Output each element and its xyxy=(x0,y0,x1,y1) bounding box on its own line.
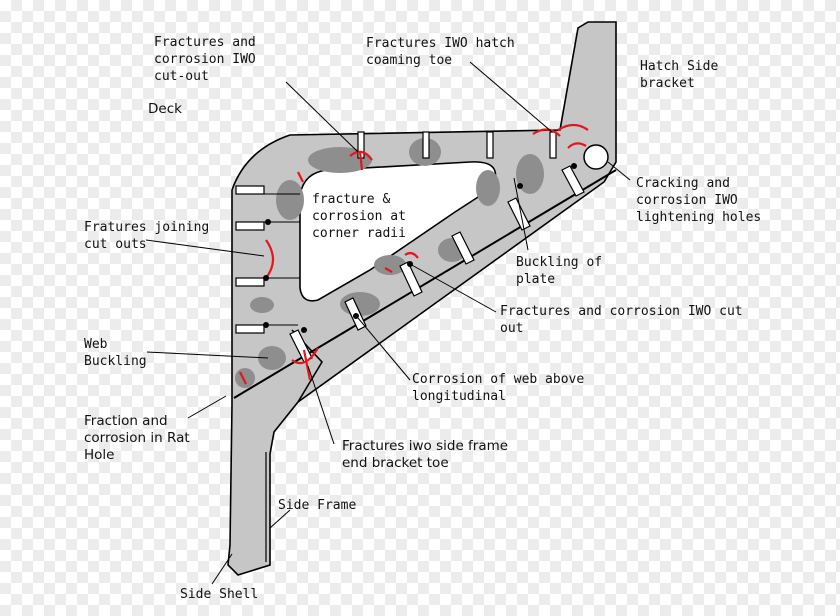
label-fractures-hatch-coaming: Fractures IWO hatch coaming toe xyxy=(366,36,515,68)
corrosion-patch xyxy=(258,346,286,370)
topside-tank-structure xyxy=(227,21,617,576)
label-fractures-corrosion-cutout-2: Fractures and corrosion IWO cut out xyxy=(500,304,743,336)
label-web-buckling: Web Buckling xyxy=(84,337,147,369)
label-fractures-side-frame-bracket: Fractures iwo side frame end bracket toe xyxy=(342,438,509,471)
label-side-frame: Side Frame xyxy=(278,498,357,513)
leader-lines xyxy=(145,61,631,585)
corrosion-patch xyxy=(516,154,544,194)
label-fracture-corner-radii: fracture & corrosion at corner radii xyxy=(312,192,406,241)
lightening-hole xyxy=(583,144,609,170)
label-hatch-side-bracket: Hatch Side bracket xyxy=(640,59,719,91)
label-side-shell: Side Shell xyxy=(180,587,259,602)
label-fractures-joining-cutouts: Fratures joining cut outs xyxy=(84,220,210,252)
label-deck: Deck xyxy=(148,101,182,117)
deck-cutouts xyxy=(357,131,557,159)
label-fractures-corrosion-cutout: Fractures and corrosion IWO cut-out xyxy=(154,35,256,84)
corrosion-patch xyxy=(374,255,406,275)
label-fraction-rat-hole: Fraction and corrosion in Rat Hole xyxy=(84,413,190,463)
label-corrosion-web-longitudinal: Corrosion of web above longitudinal xyxy=(412,372,585,404)
corrosion-patch xyxy=(235,368,255,388)
leader-dots xyxy=(263,163,577,333)
label-buckling-of-plate: Buckling of plate xyxy=(516,255,603,287)
corner-radii-opening xyxy=(299,161,497,302)
side-shell-cutouts xyxy=(235,185,265,334)
corrosion-patch xyxy=(476,170,500,206)
label-cracking-lightening-holes: Cracking and corrosion IWO lightening ho… xyxy=(636,176,762,225)
fracture-marks xyxy=(239,123,589,385)
corrosion-patch xyxy=(276,180,304,220)
hopper-plate-line xyxy=(233,169,617,399)
corrosion-patch xyxy=(250,297,274,313)
